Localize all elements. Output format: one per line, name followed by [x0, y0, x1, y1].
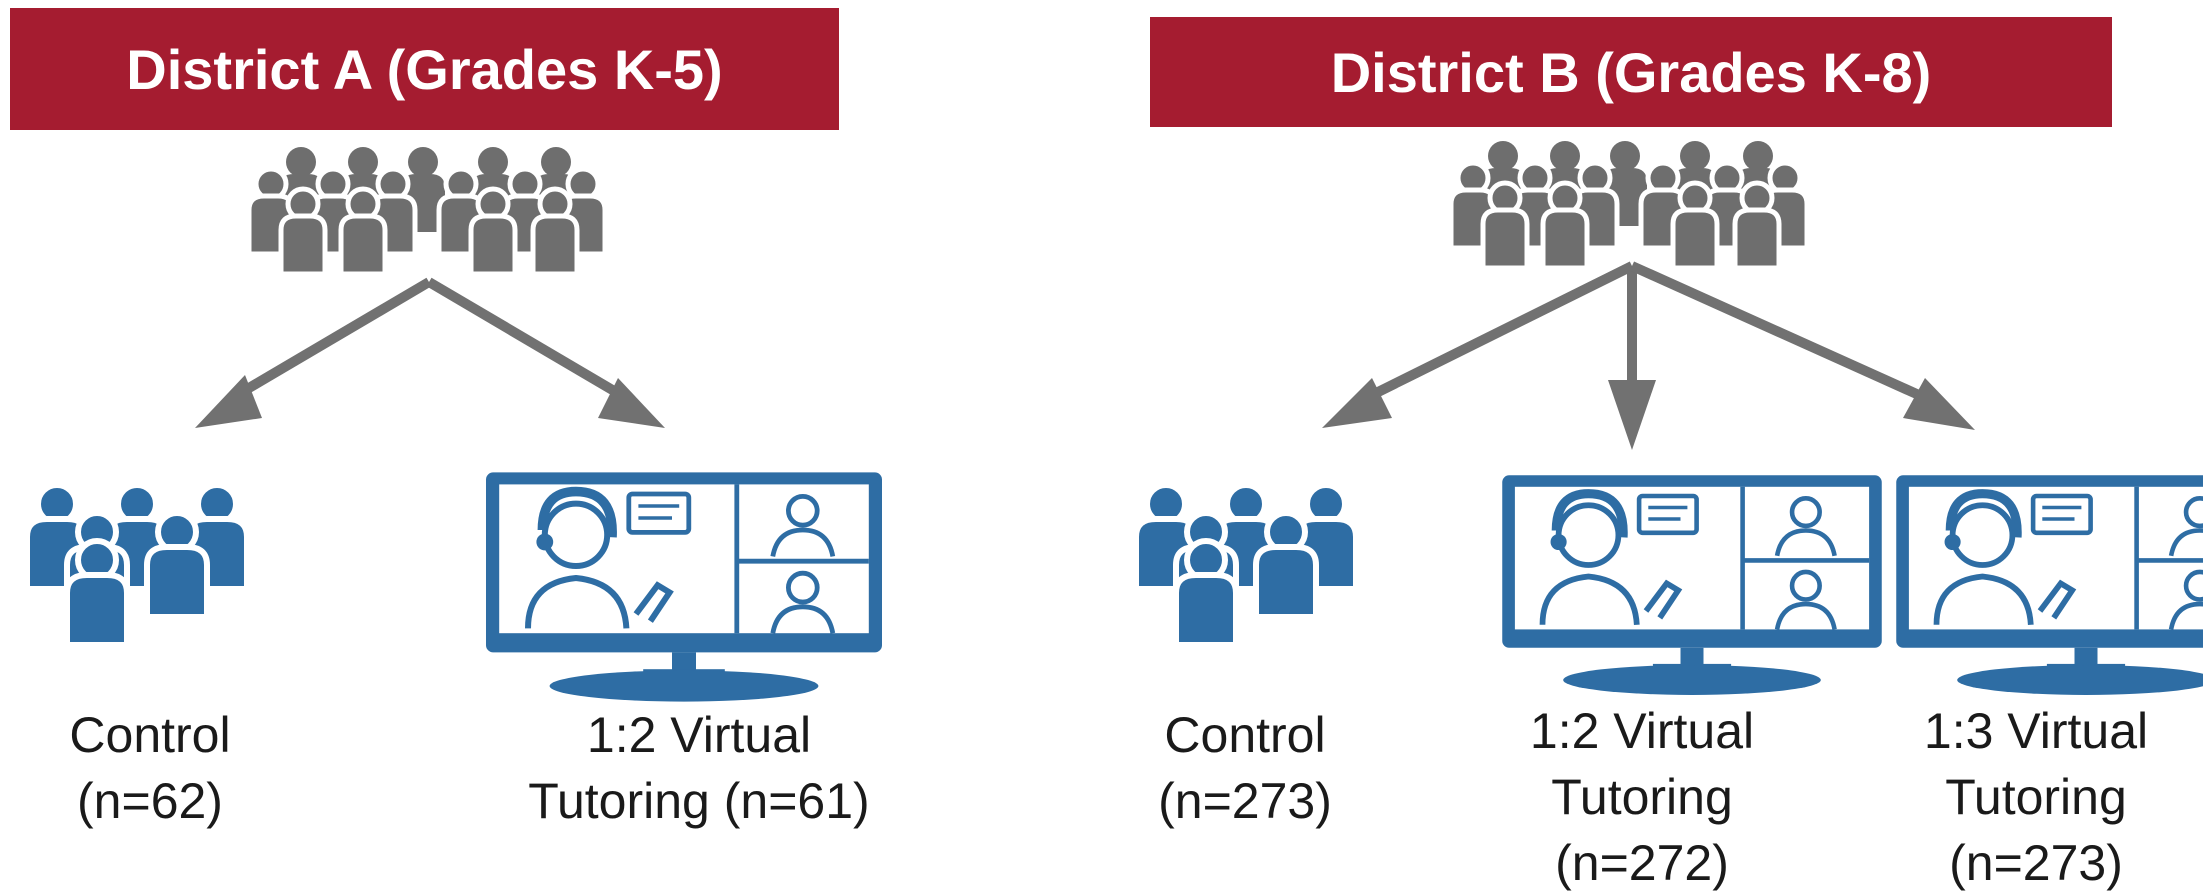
district-b-tutoring-12-icon — [1502, 475, 1882, 695]
district-a-tutoring-12-icon — [486, 472, 882, 701]
district-a-students-icon — [249, 147, 605, 274]
district-b-tutoring-13-label: 1:3 Virtual Tutoring (n=273) — [1923, 703, 2149, 891]
arrow-b-control — [1367, 261, 1635, 401]
district-b-tutoring-12-label: 1:2 Virtual Tutoring (n=272) — [1529, 703, 1755, 891]
arrow-a-tutoring — [426, 277, 629, 403]
district-a-banner: District A (Grades K-5) — [10, 8, 839, 130]
arrow-b-tutoring-13 — [1629, 261, 1933, 405]
district-a-control-icon — [27, 485, 247, 647]
assignment-arrows — [195, 261, 1975, 450]
arrow-a-control — [229, 277, 432, 403]
district-b-banner: District B (Grades K-8) — [1150, 17, 2112, 127]
district-b-tutoring-13-icon — [1896, 475, 2203, 695]
district-b-control-icon — [1136, 485, 1356, 647]
district-a-control-label: Control (n=62) — [69, 707, 231, 829]
district-b-students-icon — [1451, 141, 1807, 268]
district-b-title: District B (Grades K-8) — [1330, 40, 1932, 104]
district-a-tutoring-label: 1:2 Virtual Tutoring (n=61) — [528, 707, 870, 829]
district-b-control-label: Control (n=273) — [1158, 707, 1332, 829]
district-a-title: District A (Grades K-5) — [126, 37, 723, 101]
